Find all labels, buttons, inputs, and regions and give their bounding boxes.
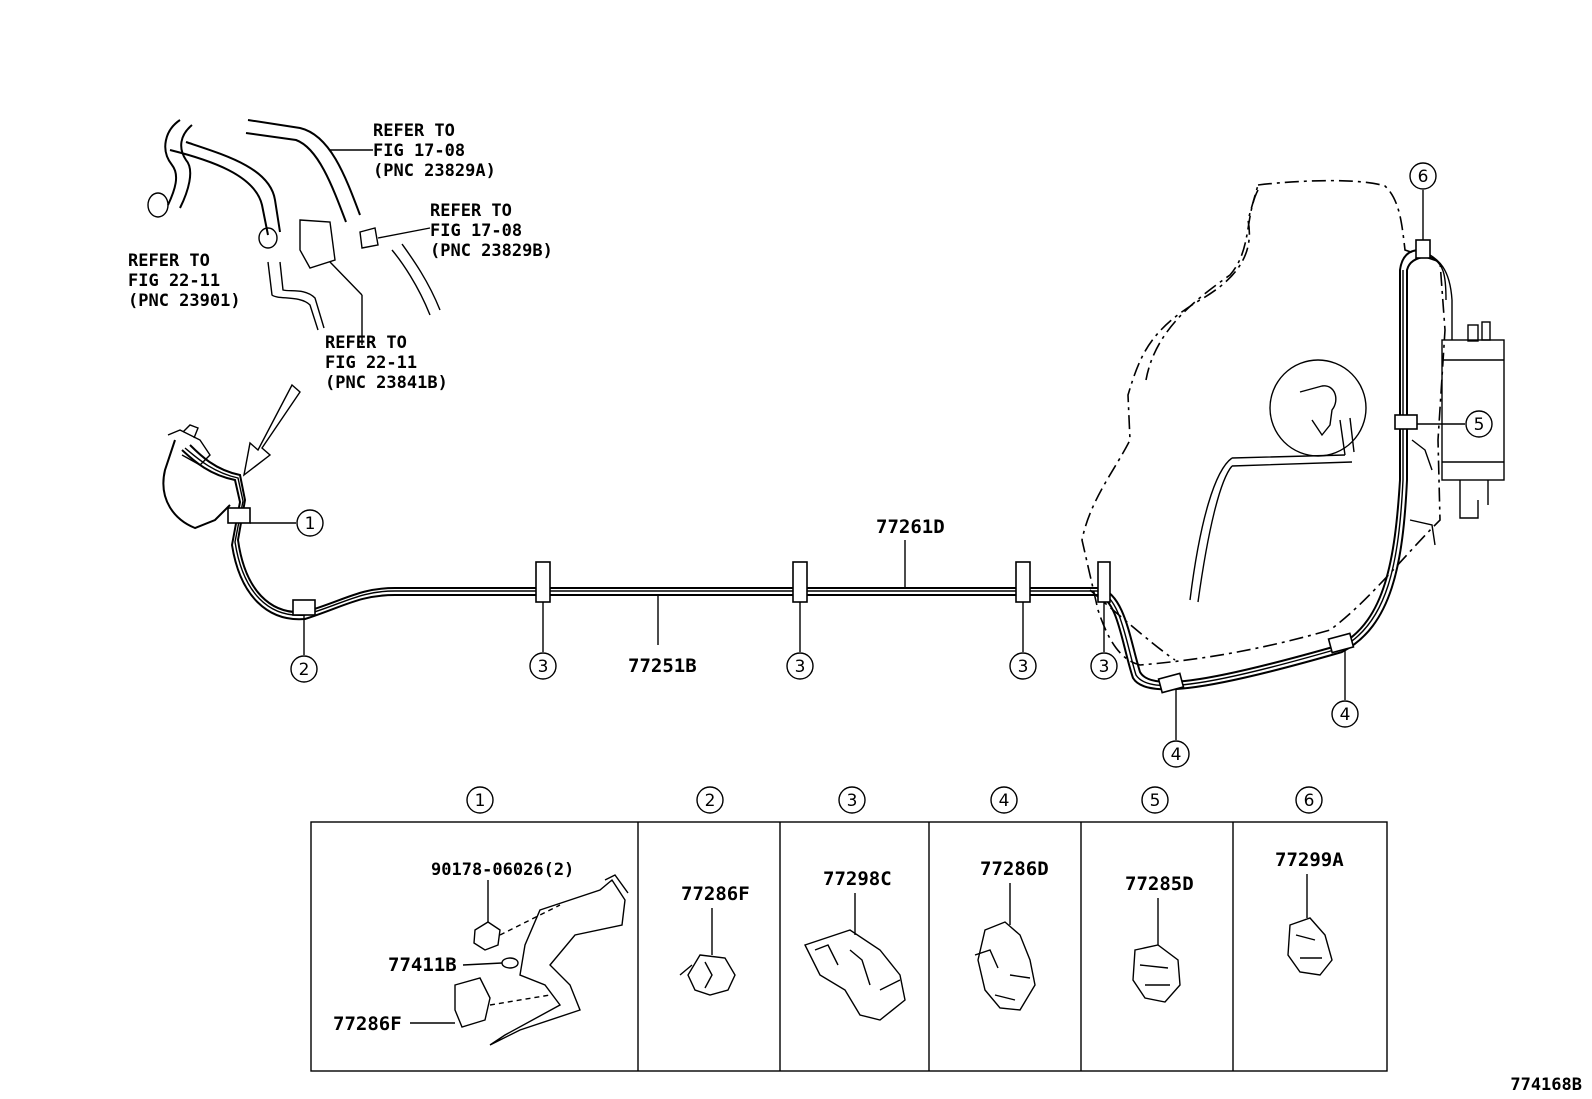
callout-1: 1 xyxy=(296,509,324,537)
svg-text:2: 2 xyxy=(705,791,716,811)
cell-4-drawing xyxy=(974,883,1036,1011)
clip-3d xyxy=(1097,561,1111,603)
clip-4b xyxy=(1327,632,1355,654)
cell-1-clamp-label: 77286F xyxy=(333,1013,402,1035)
table-header-4: 4 xyxy=(990,786,1018,814)
reference-leaders xyxy=(329,149,431,345)
detail-table xyxy=(310,821,1388,1072)
upper-hose-assembly xyxy=(147,119,441,331)
fuel-tank-outline xyxy=(1081,179,1446,666)
svg-text:4: 4 xyxy=(1340,705,1351,725)
table-header-2: 2 xyxy=(696,786,724,814)
callout-3d: 3 xyxy=(1090,652,1118,680)
cell-2-part-label: 77286F xyxy=(681,883,750,905)
svg-text:3: 3 xyxy=(847,791,858,811)
figure-id: 774168B xyxy=(1510,1075,1582,1095)
svg-text:5: 5 xyxy=(1150,791,1161,811)
callout-5: 5 xyxy=(1465,410,1493,438)
table-header-3: 3 xyxy=(838,786,866,814)
cell-4-part-label: 77286D xyxy=(980,858,1049,880)
cell-6-drawing xyxy=(1287,874,1333,976)
cell-3-part-label: 77298C xyxy=(823,868,892,890)
callout-4a: 4 xyxy=(1162,740,1190,768)
direction-arrow xyxy=(242,383,301,477)
tube-clips xyxy=(227,239,1431,694)
table-header-1: 1 xyxy=(466,786,494,814)
ref-22-11-b: REFER TO FIG 22-11 (PNC 23841B) xyxy=(325,333,448,393)
callout-3c: 3 xyxy=(1009,652,1037,680)
ref-17-08-a: REFER TO FIG 17-08 (PNC 23829A) xyxy=(373,121,496,181)
cell-6-part-label: 77299A xyxy=(1275,849,1344,871)
cell-2-drawing xyxy=(679,908,736,996)
clip-3a xyxy=(535,561,551,603)
cell-1-bolt-label: 90178-06026(2) xyxy=(431,860,574,880)
clip-5 xyxy=(1394,414,1418,430)
svg-text:1: 1 xyxy=(475,791,486,811)
svg-text:6: 6 xyxy=(1418,167,1429,187)
part-number-77261d: 77261D xyxy=(876,516,945,538)
clip-6 xyxy=(1415,239,1431,259)
tube-bundle xyxy=(162,249,1453,691)
ref-17-08-b: REFER TO FIG 17-08 (PNC 23829B) xyxy=(430,201,553,261)
svg-text:2: 2 xyxy=(299,660,310,680)
callout-3a: 3 xyxy=(529,652,557,680)
cell-3-drawing xyxy=(804,893,906,1021)
part-number-77251b: 77251B xyxy=(628,655,697,677)
table-header-6: 6 xyxy=(1295,786,1323,814)
svg-text:6: 6 xyxy=(1304,791,1315,811)
clip-1 xyxy=(227,507,251,524)
clip-3b xyxy=(792,561,808,603)
callout-2: 2 xyxy=(290,655,318,683)
table-header-5: 5 xyxy=(1141,786,1169,814)
ref-22-11-a: REFER TO FIG 22-11 (PNC 23901) xyxy=(128,251,241,311)
cell-5-part-label: 77285D xyxy=(1125,873,1194,895)
cell-1-drawing xyxy=(410,874,629,1046)
svg-text:3: 3 xyxy=(795,657,806,677)
svg-text:4: 4 xyxy=(1171,745,1182,765)
svg-text:3: 3 xyxy=(1099,657,1110,677)
svg-text:3: 3 xyxy=(538,657,549,677)
callout-4b: 4 xyxy=(1331,700,1359,728)
clip-4a xyxy=(1157,672,1185,694)
callout-leaders xyxy=(250,190,1465,740)
callout-3b: 3 xyxy=(786,652,814,680)
clip-2 xyxy=(292,599,316,616)
svg-text:3: 3 xyxy=(1018,657,1029,677)
svg-text:1: 1 xyxy=(305,514,316,534)
svg-text:4: 4 xyxy=(999,791,1010,811)
charcoal-canister xyxy=(1441,321,1505,519)
cell-5-drawing xyxy=(1132,898,1181,1003)
cell-1-bracket-label: 77411B xyxy=(388,954,457,976)
clip-3c xyxy=(1015,561,1031,603)
callout-6: 6 xyxy=(1409,162,1437,190)
svg-text:5: 5 xyxy=(1474,415,1485,435)
